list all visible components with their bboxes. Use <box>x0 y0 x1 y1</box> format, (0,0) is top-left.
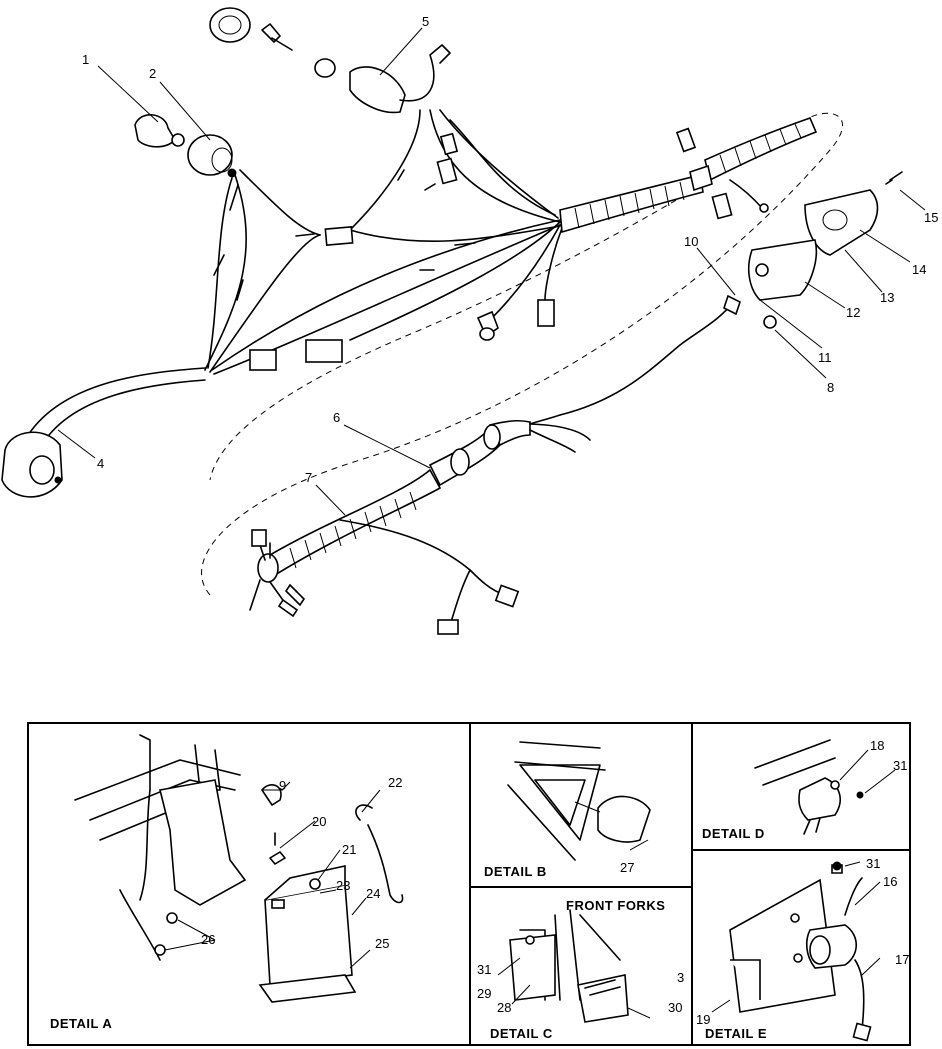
detail-c-label: DETAIL C <box>490 1026 553 1041</box>
callout-5: 5 <box>422 14 429 29</box>
callout-29: 29 <box>477 986 491 1001</box>
callout-31e: 31 <box>866 856 880 871</box>
corrugated-loom-upper <box>559 116 818 234</box>
callout-12: 12 <box>846 305 860 320</box>
callout-3: 3 <box>677 970 684 985</box>
callout-14: 14 <box>912 262 926 277</box>
callout-21: 21 <box>342 842 356 857</box>
callout-10: 10 <box>684 234 698 249</box>
callout-26: 26 <box>201 932 215 947</box>
rear-lamp-assembly <box>559 171 903 416</box>
callout-27: 27 <box>620 860 634 875</box>
callout-25: 25 <box>375 936 389 951</box>
callout-1: 1 <box>82 52 89 67</box>
callout-11: 11 <box>818 350 832 365</box>
detail-b-label: DETAIL B <box>484 864 547 879</box>
callout-24: 24 <box>366 886 380 901</box>
detail-d-label: DETAIL D <box>702 826 765 841</box>
callout-30: 30 <box>668 1000 682 1015</box>
callout-13: 13 <box>880 290 894 305</box>
front-forks-label: FRONT FORKS <box>566 898 665 913</box>
callout-6: 6 <box>333 410 340 425</box>
leader-lines <box>57 27 926 516</box>
callout-20: 20 <box>312 814 326 829</box>
detail-d: 18 31 DETAIL D <box>702 738 907 841</box>
part-5-boot <box>349 44 451 114</box>
callout-9: 9 <box>279 778 286 793</box>
part-1-bulb <box>134 114 185 148</box>
callout-8: 8 <box>827 380 834 395</box>
main-wires <box>204 109 563 375</box>
callout-31d: 31 <box>893 758 907 773</box>
wire-connectors <box>213 127 733 371</box>
callout-28: 28 <box>497 1000 511 1015</box>
part-2-housing <box>187 134 237 178</box>
callout-22: 22 <box>388 775 402 790</box>
detail-e-label: DETAIL E <box>705 1026 767 1041</box>
detail-e: 31 16 17 19 DETAIL E <box>696 856 909 1042</box>
callout-4: 4 <box>97 456 104 471</box>
callout-23: 23 <box>336 878 350 893</box>
detail-a-label: DETAIL A <box>50 1016 112 1031</box>
callout-31c: 31 <box>477 962 491 977</box>
main-exploded-view: 1 2 5 4 6 7 10 8 11 12 13 14 15 <box>1 7 938 635</box>
lower-harness-loom <box>249 414 591 635</box>
detail-b: 27 DETAIL B <box>484 741 651 879</box>
part-4-handlebar-switch <box>1 367 206 498</box>
detail-a: 9 20 21 22 23 24 25 26 DETAIL A <box>50 734 404 1031</box>
detail-c: 31 29 28 3 30 FRONT FORKS DETAIL C <box>477 898 684 1041</box>
ignition-switch-part <box>209 7 336 78</box>
callout-7: 7 <box>305 470 312 485</box>
callout-15: 15 <box>924 210 938 225</box>
callout-18: 18 <box>870 738 884 753</box>
callout-16: 16 <box>883 874 897 889</box>
callout-17: 17 <box>895 952 909 967</box>
callout-2: 2 <box>149 66 156 81</box>
callout-19: 19 <box>696 1012 710 1027</box>
